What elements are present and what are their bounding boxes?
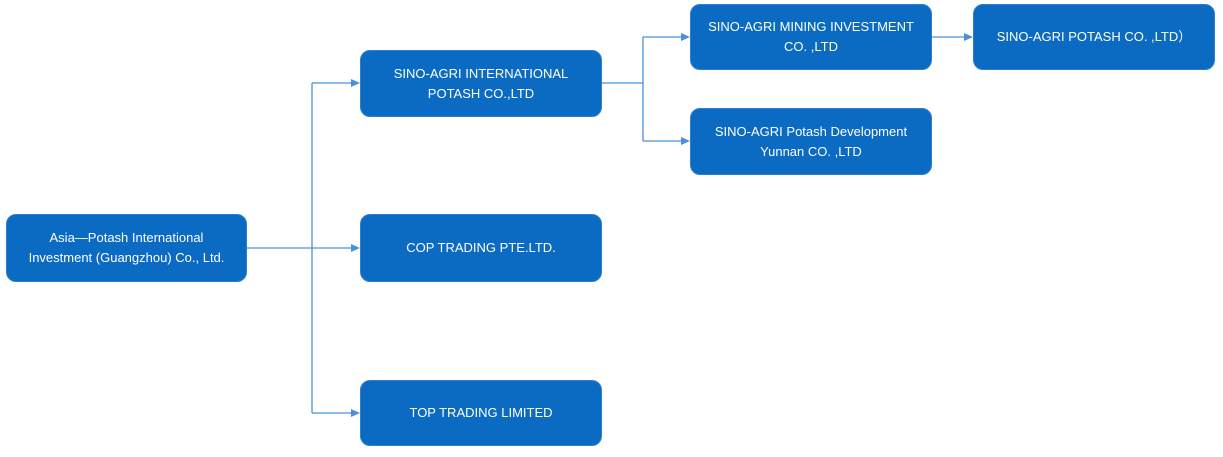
node-sino-agri-potash-label: SINO-AGRI POTASH CO. ,LTD） [996, 29, 1192, 44]
arrow-international-to-development [681, 137, 690, 145]
node-sino-agri-international: SINO-AGRI INTERNATIONAL POTASH CO.,LTD [360, 50, 602, 117]
arrow-root-to-top-trading [351, 409, 360, 417]
node-sino-agri-potash-development: SINO-AGRI Potash Development Yunnan CO. … [690, 108, 932, 175]
arrow-international-to-mining [681, 33, 690, 41]
node-sino-agri-potash-development-label: SINO-AGRI Potash Development Yunnan CO. … [714, 123, 908, 159]
node-root: Asia—Potash International Investment (Gu… [6, 214, 247, 282]
node-sino-agri-potash: SINO-AGRI POTASH CO. ,LTD） [973, 4, 1215, 70]
node-sino-agri-mining: SINO-AGRI MINING INVESTMENT CO. ,LTD [690, 4, 932, 70]
node-root-label: Asia—Potash International Investment (Gu… [28, 230, 225, 265]
node-cop-trading-label: COP TRADING PTE.LTD. [406, 240, 556, 255]
node-top-trading: TOP TRADING LIMITED [360, 380, 602, 446]
node-top-trading-label: TOP TRADING LIMITED [409, 405, 553, 420]
arrow-root-to-cop-trading [351, 244, 360, 252]
arrow-root-to-sino-agri-international [351, 79, 360, 87]
node-sino-agri-international-label: SINO-AGRI INTERNATIONAL POTASH CO.,LTD [393, 65, 569, 101]
node-sino-agri-mining-label: SINO-AGRI MINING INVESTMENT CO. ,LTD [708, 19, 914, 54]
node-cop-trading: COP TRADING PTE.LTD. [360, 214, 602, 282]
arrow-mining-to-potash [964, 33, 973, 41]
